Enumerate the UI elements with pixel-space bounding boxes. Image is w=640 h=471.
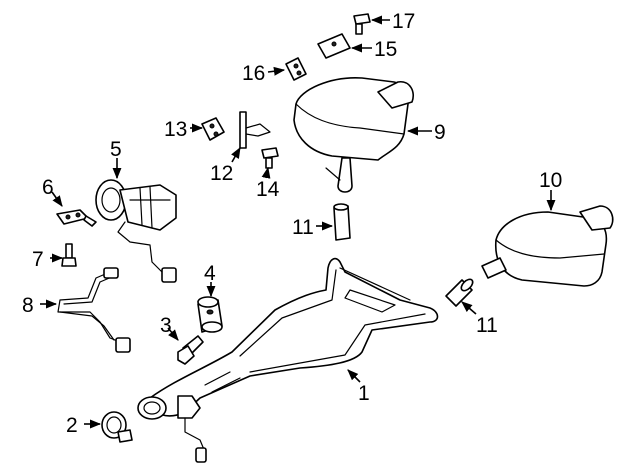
- muffler-part-10: [481, 205, 614, 287]
- bolt-part-3: [177, 335, 204, 365]
- callout-10: 10: [539, 169, 562, 192]
- connecting-pipe-left: [333, 203, 351, 241]
- callout-5: 5: [110, 138, 122, 161]
- insulator-part-13: [201, 117, 225, 141]
- callout-2: 2: [66, 414, 78, 437]
- callout-16: 16: [242, 62, 265, 85]
- callout-11-left: 11: [292, 216, 314, 239]
- callout-8: 8: [22, 294, 34, 317]
- hanger-rod-part: [239, 111, 271, 149]
- callout-12: 12: [210, 162, 233, 185]
- callout-1: 1: [358, 382, 370, 405]
- callout-13: 13: [164, 118, 187, 141]
- bolt-part-14: [261, 147, 279, 169]
- bracket-part-6: [56, 209, 97, 227]
- callout-labels: 1 2 3 4 5 6 7 8 9 10 11 11 12 13 14 15 1…: [22, 10, 562, 437]
- callout-17: 17: [392, 10, 415, 33]
- callout-4: 4: [204, 262, 216, 285]
- valve-actuator-part: [95, 179, 177, 283]
- bracket-part-15: [317, 33, 351, 59]
- bolt-part-17: [353, 13, 371, 35]
- clamp-part: [101, 411, 133, 443]
- insulator-part-16: [285, 57, 307, 81]
- wiring-harness-part: [57, 267, 131, 353]
- callout-15: 15: [374, 38, 397, 61]
- callout-7: 7: [32, 248, 44, 271]
- callout-11-right: 11: [476, 314, 498, 337]
- callout-6: 6: [42, 176, 54, 199]
- callout-3: 3: [160, 314, 172, 337]
- bolt-part-7: [61, 243, 77, 267]
- intermediate-pipe-part: [137, 257, 439, 463]
- leader-lines: [40, 15, 556, 429]
- muffler-part-9: [293, 77, 414, 193]
- hanger-part-4: [197, 296, 223, 333]
- callout-14: 14: [256, 178, 280, 201]
- callout-9: 9: [434, 121, 446, 144]
- connecting-pipe-right: [445, 278, 474, 307]
